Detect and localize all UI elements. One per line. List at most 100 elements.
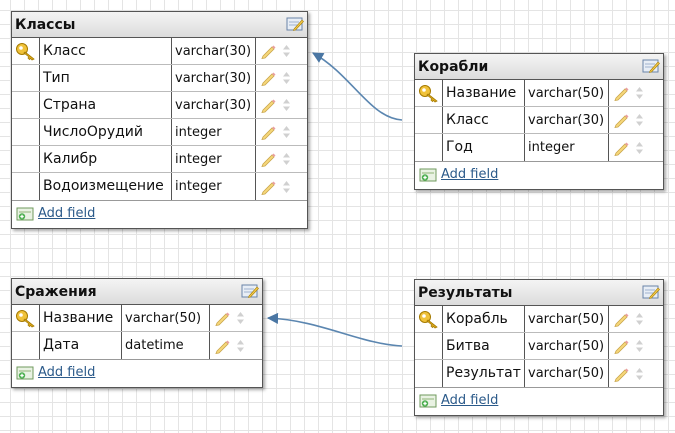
field-row[interactable]: Класс varchar(30) <box>12 38 307 65</box>
field-type[interactable]: integer <box>525 134 609 161</box>
field-name[interactable]: Результат <box>443 360 525 387</box>
add-field-icon[interactable] <box>16 207 34 221</box>
field-row[interactable]: Корабль varchar(50) <box>415 306 663 333</box>
field-type[interactable]: varchar(30) <box>172 38 256 64</box>
table-footer: Add field <box>12 360 262 387</box>
add-field-icon[interactable] <box>419 168 437 182</box>
field-row[interactable]: Название varchar(50) <box>415 80 663 107</box>
field-name[interactable]: Страна <box>40 92 172 118</box>
field-row[interactable]: Дата datetime <box>12 332 262 359</box>
field-row[interactable]: Год integer <box>415 134 663 161</box>
table-srazheniya[interactable]: Сражения Название varchar(50) Дата datet… <box>11 278 263 388</box>
sort-arrows-icon[interactable] <box>282 179 291 195</box>
field-type[interactable]: varchar(30) <box>525 107 609 133</box>
field-type[interactable]: integer <box>172 146 256 172</box>
field-name[interactable]: Год <box>443 134 525 161</box>
sort-arrows-icon[interactable] <box>635 311 644 327</box>
add-field-link[interactable]: Add field <box>38 206 96 221</box>
field-row[interactable]: Название varchar(50) <box>12 305 262 332</box>
field-type[interactable]: varchar(50) <box>122 305 210 331</box>
sort-arrows-icon[interactable] <box>282 70 291 86</box>
pencil-icon[interactable] <box>260 97 276 113</box>
table-rezultaty[interactable]: Результаты Корабль varchar(50) Битва var… <box>414 279 664 416</box>
field-name[interactable]: Класс <box>443 107 525 133</box>
field-row[interactable]: Тип varchar(30) <box>12 65 307 92</box>
field-row[interactable]: Битва varchar(50) <box>415 333 663 360</box>
field-name[interactable]: Название <box>40 305 122 331</box>
field-row[interactable]: Калибр integer <box>12 146 307 173</box>
table-footer: Add field <box>12 201 307 228</box>
table-title: Классы <box>15 17 76 33</box>
pencil-icon[interactable] <box>214 310 230 326</box>
field-type[interactable]: varchar(50) <box>525 333 609 359</box>
key-icon <box>16 310 35 328</box>
field-type[interactable]: datetime <box>122 332 210 359</box>
add-field-icon[interactable] <box>419 394 437 408</box>
field-name[interactable]: Название <box>443 80 525 106</box>
table-header[interactable]: Корабли <box>415 54 663 80</box>
field-type[interactable]: integer <box>172 119 256 145</box>
add-field-link[interactable]: Add field <box>38 365 96 380</box>
field-name[interactable]: Тип <box>40 65 172 91</box>
sort-arrows-icon[interactable] <box>282 43 291 59</box>
sort-arrows-icon[interactable] <box>282 124 291 140</box>
sort-arrows-icon[interactable] <box>635 366 644 382</box>
pencil-icon[interactable] <box>613 85 629 101</box>
add-field-link[interactable]: Add field <box>441 167 499 182</box>
edit-table-icon[interactable] <box>642 284 660 300</box>
field-name[interactable]: ЧислоОрудий <box>40 119 172 145</box>
add-field-icon[interactable] <box>16 366 34 380</box>
pencil-icon[interactable] <box>613 112 629 128</box>
table-header[interactable]: Сражения <box>12 279 262 305</box>
field-type[interactable]: varchar(50) <box>525 80 609 106</box>
field-row[interactable]: Класс varchar(30) <box>415 107 663 134</box>
relation-korabli-klassy[interactable] <box>312 52 403 121</box>
sort-arrows-icon[interactable] <box>282 151 291 167</box>
sort-arrows-icon[interactable] <box>236 338 245 354</box>
field-row[interactable]: Страна varchar(30) <box>12 92 307 119</box>
key-icon <box>419 85 438 103</box>
pencil-icon[interactable] <box>613 140 629 156</box>
sort-arrows-icon[interactable] <box>635 112 644 128</box>
table-title: Результаты <box>418 285 513 301</box>
sort-arrows-icon[interactable] <box>635 140 644 156</box>
edit-table-icon[interactable] <box>642 58 660 74</box>
edit-table-icon[interactable] <box>241 283 259 299</box>
relation-rezultaty-srazheniya[interactable] <box>266 312 403 347</box>
field-name[interactable]: Класс <box>40 38 172 64</box>
field-type[interactable]: varchar(30) <box>172 92 256 118</box>
field-type[interactable]: varchar(30) <box>172 65 256 91</box>
field-type[interactable]: varchar(50) <box>525 360 609 387</box>
pencil-icon[interactable] <box>613 366 629 382</box>
pencil-icon[interactable] <box>260 151 276 167</box>
pencil-icon[interactable] <box>613 338 629 354</box>
pencil-icon[interactable] <box>260 43 276 59</box>
table-klassy[interactable]: Классы Класс varchar(30) Тип varchar(30) <box>11 11 308 229</box>
field-row[interactable]: Водоизмещение integer <box>12 173 307 200</box>
table-header[interactable]: Классы <box>12 12 307 38</box>
sort-arrows-icon[interactable] <box>282 97 291 113</box>
field-row[interactable]: ЧислоОрудий integer <box>12 119 307 146</box>
edit-table-icon[interactable] <box>286 16 304 32</box>
field-type[interactable]: integer <box>172 173 256 200</box>
pencil-icon[interactable] <box>260 70 276 86</box>
pencil-icon[interactable] <box>214 338 230 354</box>
pencil-icon[interactable] <box>260 124 276 140</box>
field-name[interactable]: Водоизмещение <box>40 173 172 200</box>
field-name[interactable]: Корабль <box>443 306 525 332</box>
field-name[interactable]: Калибр <box>40 146 172 172</box>
table-footer: Add field <box>415 388 663 415</box>
field-name[interactable]: Битва <box>443 333 525 359</box>
pencil-icon[interactable] <box>260 179 276 195</box>
field-type[interactable]: varchar(50) <box>525 306 609 332</box>
sort-arrows-icon[interactable] <box>236 310 245 326</box>
pencil-icon[interactable] <box>613 311 629 327</box>
field-name[interactable]: Дата <box>40 332 122 359</box>
table-header[interactable]: Результаты <box>415 280 663 306</box>
table-korabli[interactable]: Корабли Название varchar(50) Класс varch… <box>414 53 664 190</box>
sort-arrows-icon[interactable] <box>635 85 644 101</box>
add-field-link[interactable]: Add field <box>441 393 499 408</box>
field-row[interactable]: Результат varchar(50) <box>415 360 663 387</box>
sort-arrows-icon[interactable] <box>635 338 644 354</box>
